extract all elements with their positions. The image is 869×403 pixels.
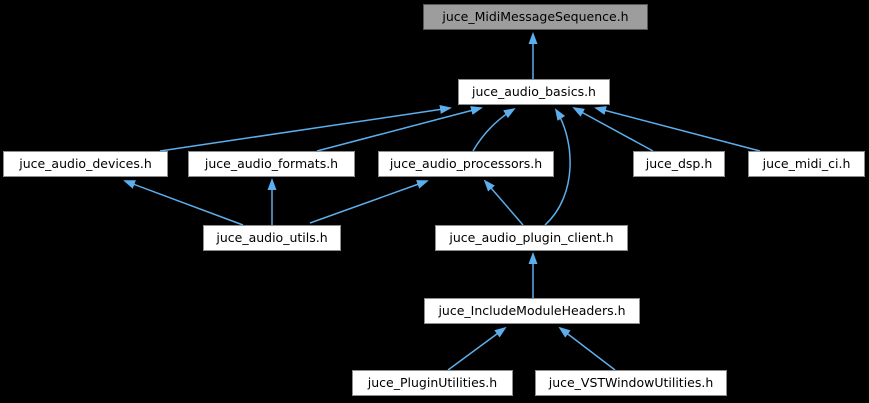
graph-node-juce_IncludeModuleHeaders_h[interactable]: juce_IncludeModuleHeaders.h xyxy=(424,298,640,324)
graph-node-juce_VSTWindowUtilities_h[interactable]: juce_VSTWindowUtilities.h xyxy=(535,370,727,396)
edge-juce_audio_processors_h-to-juce_audio_basics_h xyxy=(472,107,516,152)
graph-node-juce_MidiMessageSequence_h: juce_MidiMessageSequence.h xyxy=(423,4,648,30)
edge-juce_midi_ci_h-to-juce_audio_basics_h xyxy=(594,106,761,152)
edge-juce_audio_utils_h-to-juce_audio_processors_h xyxy=(309,180,429,224)
edge-juce_audio_plugin_client_h-to-juce_audio_processors_h xyxy=(483,179,524,226)
edge-juce_audio_utils_h-to-juce_audio_devices_h xyxy=(123,180,244,226)
graph-node-juce_audio_plugin_client_h[interactable]: juce_audio_plugin_client.h xyxy=(435,225,628,251)
edge-juce_VSTWindowUtilities_h-to-juce_IncludeModuleHeaders_h xyxy=(558,326,616,371)
edge-juce_audio_plugin_client_h-to-juce_audio_basics_h xyxy=(544,108,571,226)
graph-node-juce_audio_processors_h[interactable]: juce_audio_processors.h xyxy=(378,151,554,177)
edge-juce_dsp_h-to-juce_audio_basics_h xyxy=(572,107,654,152)
edge-juce_audio_devices_h-to-juce_audio_basics_h xyxy=(159,105,452,152)
graph-node-juce_audio_devices_h[interactable]: juce_audio_devices.h xyxy=(3,151,168,177)
graph-node-juce_audio_basics_h[interactable]: juce_audio_basics.h xyxy=(458,79,610,105)
graph-node-juce_audio_formats_h[interactable]: juce_audio_formats.h xyxy=(188,151,355,177)
graph-node-juce_audio_utils_h[interactable]: juce_audio_utils.h xyxy=(203,225,341,251)
graph-node-juce_dsp_h[interactable]: juce_dsp.h xyxy=(633,151,725,177)
edge-juce_PluginUtilities_h-to-juce_IncludeModuleHeaders_h xyxy=(447,326,507,371)
graph-node-juce_PluginUtilities_h[interactable]: juce_PluginUtilities.h xyxy=(352,370,513,396)
graph-node-juce_midi_ci_h[interactable]: juce_midi_ci.h xyxy=(748,151,865,177)
edge-juce_audio_formats_h-to-juce_audio_basics_h xyxy=(316,106,483,152)
